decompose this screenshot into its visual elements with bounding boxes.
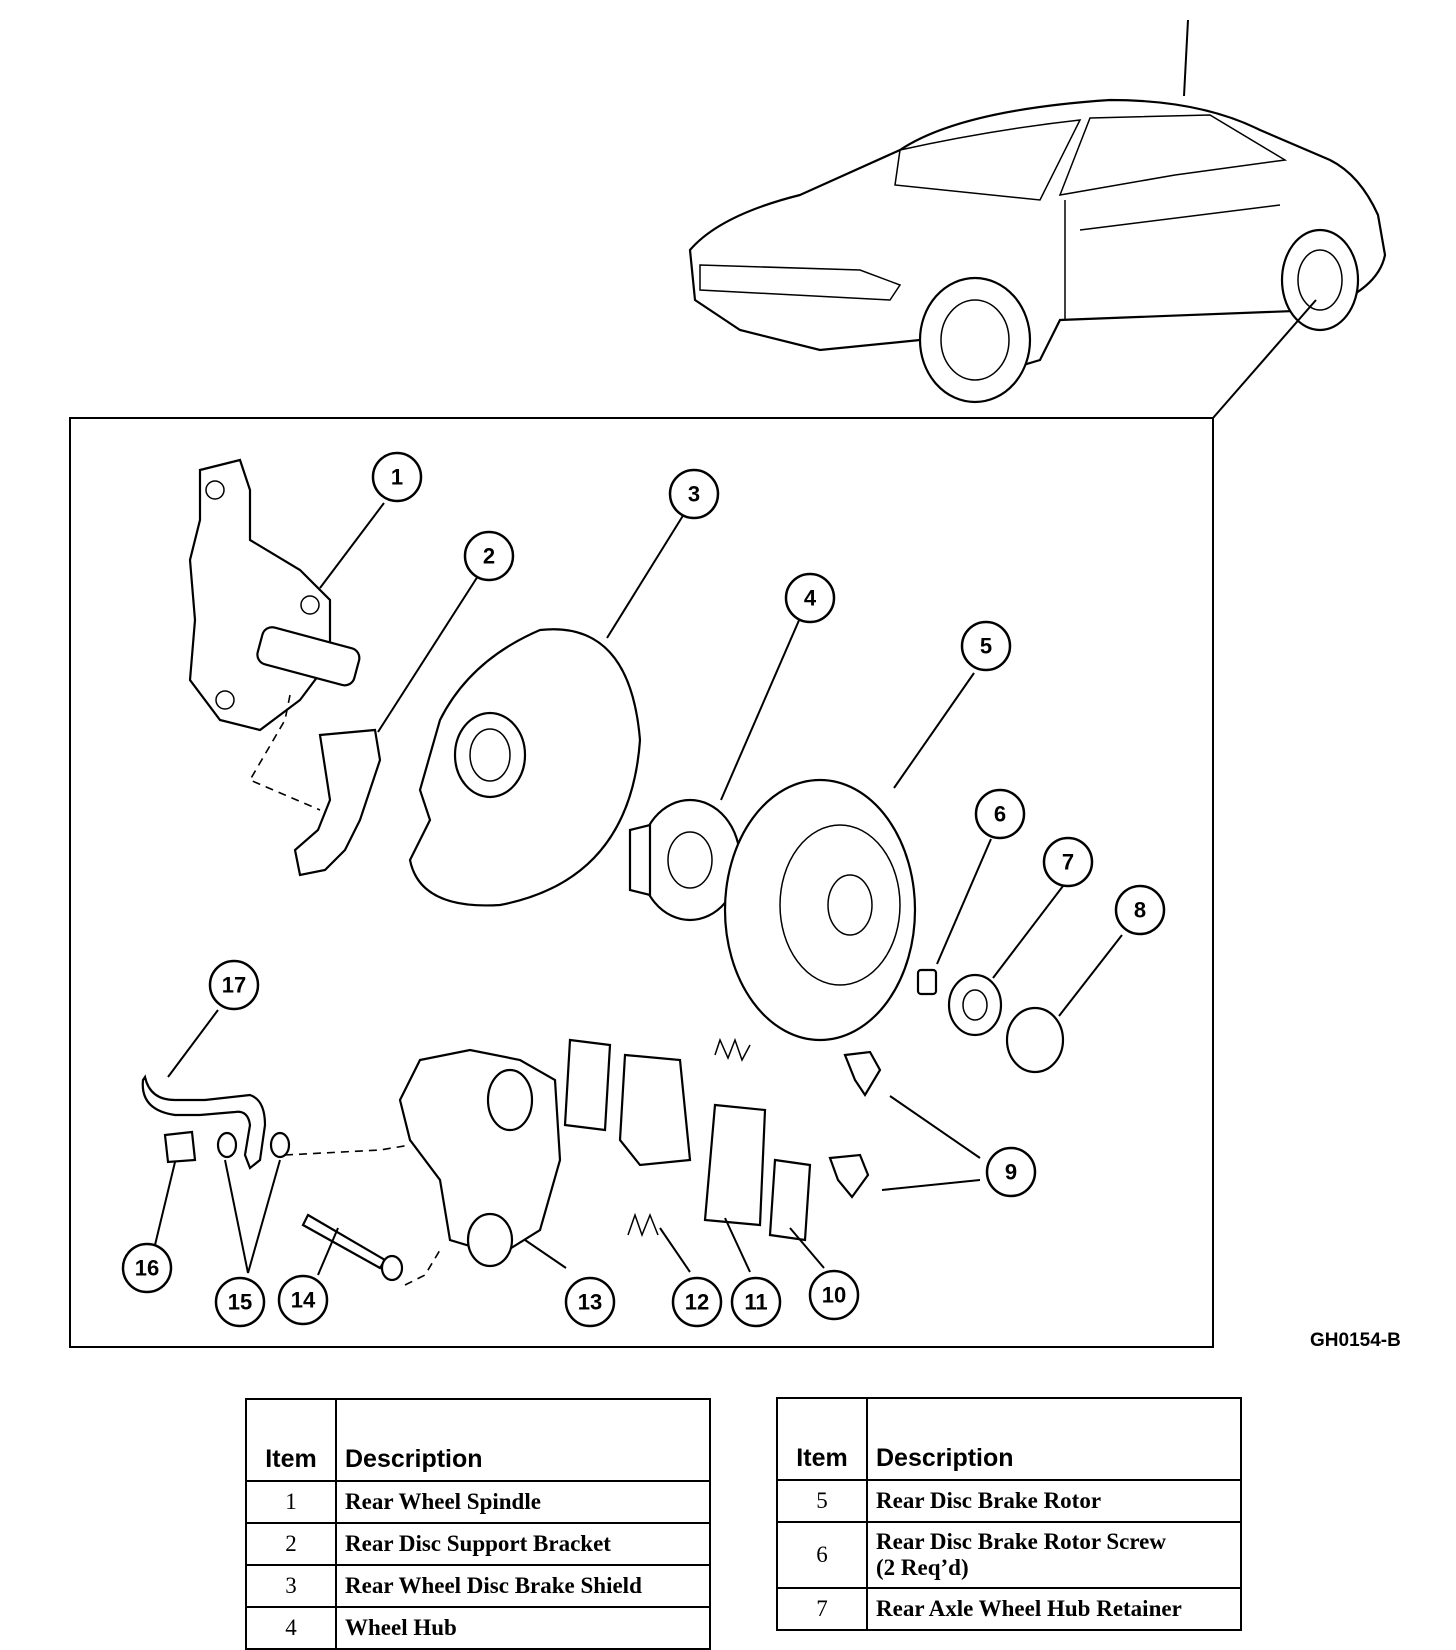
callout-7: 7: [1042, 836, 1094, 888]
rotor-screw: [916, 968, 938, 996]
svg-text:1: 1: [391, 465, 403, 490]
svg-text:14: 14: [291, 1288, 316, 1313]
rear-wheel-spindle: [188, 458, 361, 732]
cell-description: Rear Disc Brake Rotor Screw (2 Req’d): [866, 1521, 1242, 1589]
svg-text:17: 17: [222, 973, 246, 998]
brake-pad-outer: [618, 1053, 692, 1167]
callout-13: 13: [564, 1276, 616, 1328]
cell-item: 3: [245, 1564, 337, 1608]
header-item: Item: [245, 1398, 337, 1482]
washer-b: [269, 1131, 291, 1159]
cell-description: Rear Axle Wheel Hub Retainer: [866, 1587, 1242, 1631]
svg-text:5: 5: [980, 634, 992, 659]
callout-5: 5: [960, 620, 1012, 672]
brake-caliper: [284, 1048, 562, 1286]
rear-wheel-disc-brake-shield: [408, 628, 642, 907]
callout-10: 10: [808, 1269, 860, 1321]
exploded-view-diagram: 1 2 3 4 5 6 7 8 9 10 11 12 13 14 15 16 1…: [69, 19, 1387, 1348]
callout-15: 15: [214, 1276, 266, 1328]
washer-a: [216, 1131, 238, 1159]
cell-description-line2: (2 Req’d): [876, 1555, 969, 1580]
figure-code: GH0154-B: [1310, 1330, 1401, 1351]
hub-cap: [1005, 1006, 1065, 1074]
wheel-hub: [628, 798, 742, 922]
cell-description: Wheel Hub: [335, 1606, 711, 1650]
svg-text:8: 8: [1134, 898, 1146, 923]
detail-frame: [69, 417, 1214, 1348]
svg-text:15: 15: [228, 1290, 252, 1315]
table-row: 7 Rear Axle Wheel Hub Retainer: [776, 1587, 1242, 1631]
callout-17: 17: [208, 959, 260, 1011]
table-row: 6 Rear Disc Brake Rotor Screw (2 Req’d): [776, 1521, 1242, 1589]
table-header-row: Item Description: [776, 1397, 1242, 1481]
table-header-row: Item Description: [245, 1398, 711, 1482]
svg-text:12: 12: [685, 1290, 709, 1315]
cell-item: 5: [776, 1479, 868, 1523]
table-row: 2 Rear Disc Support Bracket: [245, 1522, 711, 1566]
cell-item: 4: [245, 1606, 337, 1650]
callout-3: 3: [668, 468, 720, 520]
svg-text:7: 7: [1062, 850, 1074, 875]
svg-text:3: 3: [688, 482, 700, 507]
header-item: Item: [776, 1397, 868, 1481]
car-illustration: [688, 19, 1387, 404]
parts-table-left: Item Description 1 Rear Wheel Spindle 2 …: [245, 1398, 711, 1650]
callout-1: 1: [371, 451, 423, 503]
table-row: 1 Rear Wheel Spindle: [245, 1480, 711, 1524]
rear-disc-brake-rotor: [723, 778, 917, 1042]
callout-14: 14: [277, 1274, 329, 1326]
leader-lines: [154, 502, 1123, 1276]
pad-shim-left: [563, 1038, 612, 1132]
cell-item: 7: [776, 1587, 868, 1631]
cell-description: Rear Wheel Disc Brake Shield: [335, 1564, 711, 1608]
svg-text:16: 16: [135, 1256, 159, 1281]
table-row: 3 Rear Wheel Disc Brake Shield: [245, 1564, 711, 1608]
callout-9: 9: [985, 1146, 1037, 1198]
banjo-bolt: [163, 1130, 197, 1164]
cell-item: 2: [245, 1522, 337, 1566]
callout-6: 6: [974, 788, 1026, 840]
callout-8: 8: [1114, 884, 1166, 936]
svg-text:11: 11: [744, 1290, 767, 1315]
cell-item: 1: [245, 1480, 337, 1524]
svg-text:9: 9: [1005, 1160, 1017, 1185]
cell-item: 6: [776, 1521, 868, 1589]
pad-shim-right: [768, 1158, 812, 1242]
callout-16: 16: [121, 1242, 173, 1294]
pad-spring-lower: [627, 1212, 659, 1238]
anti-rattle-clip-upper: [843, 1050, 882, 1098]
table-row: 5 Rear Disc Brake Rotor: [776, 1479, 1242, 1523]
pad-spring-upper: [714, 1037, 751, 1062]
brake-pad-inner: [703, 1103, 767, 1227]
parts-table-right: Item Description 5 Rear Disc Brake Rotor…: [776, 1397, 1242, 1631]
anti-rattle-clip-lower: [828, 1153, 870, 1199]
callout-4: 4: [784, 572, 836, 624]
cell-description-line1: Rear Disc Brake Rotor Screw: [876, 1529, 1166, 1554]
rear-disc-support-bracket: [248, 694, 382, 877]
svg-text:10: 10: [822, 1283, 846, 1308]
callout-2: 2: [463, 530, 515, 582]
svg-text:13: 13: [578, 1290, 602, 1315]
svg-text:4: 4: [804, 586, 817, 611]
svg-text:2: 2: [483, 544, 495, 569]
cell-description: Rear Disc Support Bracket: [335, 1522, 711, 1566]
header-description: Description: [335, 1398, 711, 1482]
cell-description: Rear Wheel Spindle: [335, 1480, 711, 1524]
caliper-bolt: [301, 1213, 404, 1282]
callout-12: 12: [671, 1276, 723, 1328]
cell-description: Rear Disc Brake Rotor: [866, 1479, 1242, 1523]
header-description: Description: [866, 1397, 1242, 1481]
callout-11: 11: [730, 1276, 782, 1328]
table-row: 4 Wheel Hub: [245, 1606, 711, 1650]
brake-hose: [141, 1074, 267, 1170]
hub-retainer: [947, 973, 1003, 1037]
svg-text:6: 6: [994, 802, 1006, 827]
